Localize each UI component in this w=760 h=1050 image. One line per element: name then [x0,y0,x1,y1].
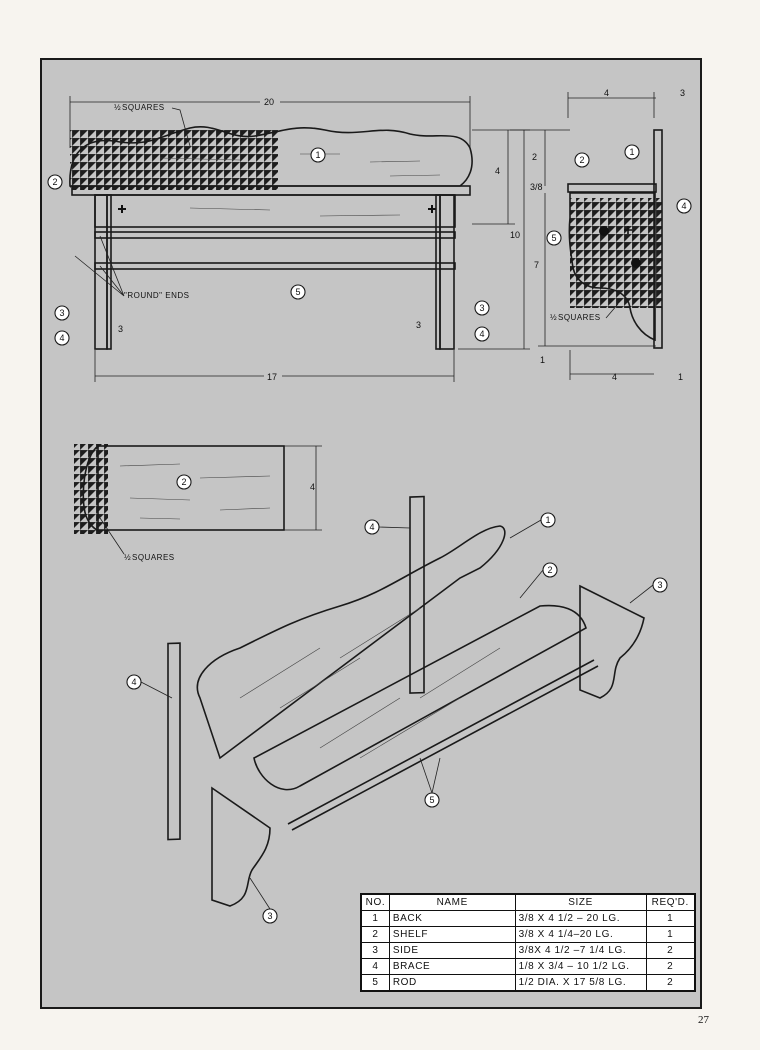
cell-req: 2 [645,958,696,975]
dim-bottom: 1 [540,355,545,365]
front-view: 20 ½ SQUARES 4 10 17 "ROUND" ENDS 3 3 [69,96,530,382]
header-req: REQ'D. [645,893,696,911]
cell-size: 1/2 DIA. X 17 5/8 LG. [514,974,647,992]
dim-thickness: 3 [680,88,685,98]
parts-table-header: NO. NAME SIZE REQ'D. [360,893,696,911]
back-board [69,126,473,187]
table-row: 1 BACK 3/8 X 4 1/2 – 20 LG. 1 [360,910,696,927]
grid-note-side: SQUARES [558,313,601,322]
table-row: 2 SHELF 3/8 X 4 1/4–20 LG. 1 [360,926,696,943]
side-board [568,192,656,342]
table-row: 4 BRACE 1/8 X 3/4 – 10 1/2 LG. 2 [360,958,696,975]
side-view: 4 3 2 3/8 7 1 4 1 ½ SQUARES [510,88,685,382]
dim-overall-width: 20 [264,97,274,107]
cell-no: 2 [360,926,390,943]
svg-text:4: 4 [59,333,64,343]
half-mark-shelf: ½ [124,553,131,562]
exploded-view [167,495,645,907]
cell-size: 3/8 X 4 1/2 – 20 LG. [514,910,647,927]
header-no: NO. [360,893,390,911]
svg-text:1: 1 [629,147,634,157]
iso-back [196,525,506,760]
header-name: NAME [388,893,516,911]
iso-rod [287,659,599,831]
svg-text:4: 4 [131,677,136,687]
shelf-pattern: 4 ½ SQUARES [74,444,322,562]
cell-name: ROD [388,974,516,992]
cell-no: 1 [360,910,390,927]
half-mark-side: ½ [550,313,557,322]
iso-brace-right [409,495,425,694]
svg-text:1: 1 [545,515,550,525]
svg-text:4: 4 [369,522,374,532]
dim-side-height: 7 [534,260,539,270]
cell-req: 2 [645,974,696,992]
dim-gap: 3/8 [530,182,543,192]
svg-text:1: 1 [315,150,320,160]
svg-text:2: 2 [547,565,552,575]
dim-base-width: 4 [612,372,617,382]
svg-text:4: 4 [479,329,484,339]
dim-shelf-width: 4 [310,482,315,492]
iso-side-right [579,584,645,699]
shelf-board [97,445,285,531]
round-ends-note: "ROUND" ENDS [124,291,189,300]
svg-text:3: 3 [267,911,272,921]
svg-text:5: 5 [295,287,300,297]
dim-upper: 2 [532,152,537,162]
dim-height-a: 4 [495,166,500,176]
cell-name: SHELF [388,926,516,943]
parts-table: NO. NAME SIZE REQ'D. 1 BACK 3/8 X 4 1/2 … [360,893,696,992]
header-size: SIZE [514,893,647,911]
dim-side-spacing: 17 [267,372,277,382]
table-row: 3 SIDE 3/8X 4 1/2 –7 1/4 LG. 2 [360,942,696,959]
dim-brace-left: 3 [118,324,123,334]
cell-size: 3/8X 4 1/2 –7 1/4 LG. [514,942,647,959]
cell-name: SIDE [388,942,516,959]
cell-name: BACK [388,910,516,927]
grid-note-front: SQUARES [122,103,165,112]
svg-text:2: 2 [579,155,584,165]
cell-size: 3/8 X 4 1/4–20 LG. [514,926,647,943]
grid-note-shelf: SQUARES [132,553,175,562]
svg-text:3: 3 [479,303,484,313]
cell-req: 1 [645,926,696,943]
front-grid [70,130,278,190]
svg-text:3: 3 [657,580,662,590]
dim-height-b: 10 [510,230,520,240]
svg-text:4: 4 [681,201,686,211]
table-row: 5 ROD 1/2 DIA. X 17 5/8 LG. 2 [360,974,696,992]
cell-req: 1 [645,910,696,927]
iso-brace-left [167,642,181,841]
cell-no: 5 [360,974,390,992]
dim-brace: 1 [678,372,683,382]
iso-side-left [211,786,271,907]
rod-lower [94,262,456,270]
technical-drawing: 20 ½ SQUARES 4 10 17 "ROUND" ENDS 3 3 [47,88,692,924]
dim-top-width: 4 [604,88,609,98]
page-number: 27 [698,1014,709,1026]
cell-name: BRACE [388,958,516,975]
callouts: 1 2 3 4 5 3 4 2 1 4 5 2 4 1 2 3 4 5 3 [47,144,692,924]
half-mark: ½ [114,103,121,112]
cell-size: 1/8 X 3/4 – 10 1/2 LG. [514,958,647,975]
svg-text:5: 5 [551,233,556,243]
cell-req: 2 [645,942,696,959]
iso-shelf [253,604,587,791]
cell-no: 4 [360,958,390,975]
svg-text:2: 2 [52,177,57,187]
cell-no: 3 [360,942,390,959]
svg-text:5: 5 [429,795,434,805]
rod-upper [94,231,456,239]
dim-brace-right: 3 [416,320,421,330]
side-brace [653,129,663,349]
svg-text:3: 3 [59,308,64,318]
svg-text:2: 2 [181,477,186,487]
